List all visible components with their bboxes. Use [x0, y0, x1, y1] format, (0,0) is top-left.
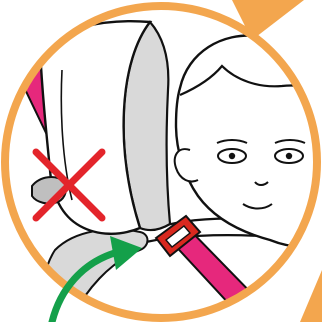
callout-pointer-bottom [300, 270, 322, 322]
right-pupil [286, 153, 292, 159]
left-pupil [229, 153, 235, 159]
